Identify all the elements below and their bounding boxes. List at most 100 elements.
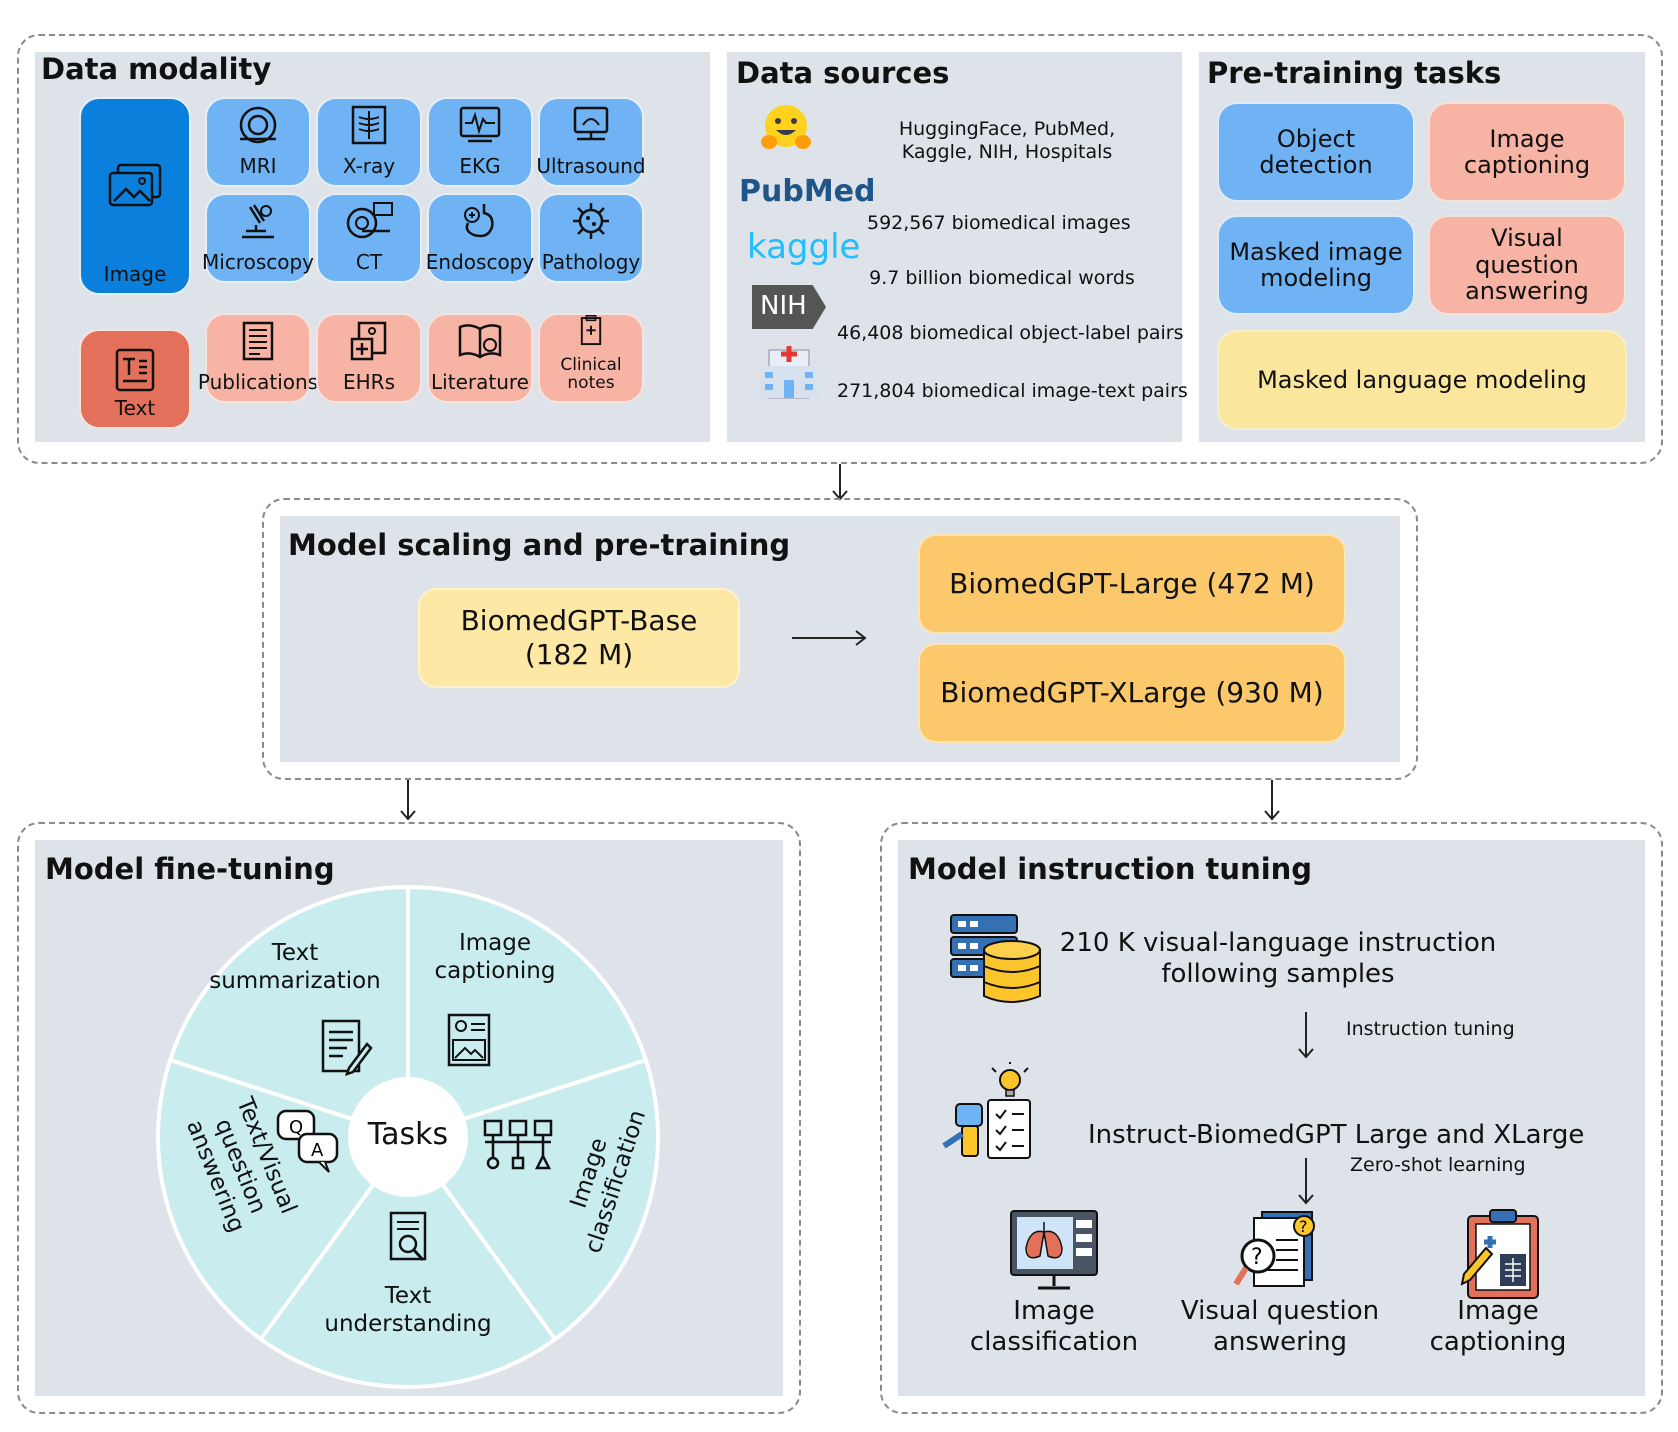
instruction-panel: Model instruction tuning 210 K visual-la… <box>898 840 1645 1396</box>
database-server-icon <box>950 914 1041 1003</box>
ehrs-tile: EHRs <box>316 313 422 403</box>
object-label-pairs-text: 46,408 biomedical object-label pairs <box>837 322 1184 344</box>
output-vqa-line-1: Visual question <box>1180 1296 1380 1326</box>
object-detection-label: Object detection <box>1259 124 1373 179</box>
pathology-label: Pathology <box>541 250 641 274</box>
ekg-monitor-icon <box>459 106 501 143</box>
data-sources-title: Data sources <box>736 56 950 90</box>
text-summarization-line-1: Text <box>271 940 319 966</box>
output-vqa: Visual question answering <box>1170 1296 1390 1358</box>
data-modality-panel: Data modality Image Text MRI X-ray EKG U… <box>35 52 710 442</box>
arrow-down-icon <box>832 464 848 501</box>
virus-icon <box>573 203 609 239</box>
document-search-icon <box>389 1211 427 1262</box>
output-vqa-line-2: answering <box>1212 1327 1348 1358</box>
literature-label: Literature <box>431 370 529 394</box>
svg-text:?: ? <box>1251 1245 1263 1270</box>
ultrasound-tile: Ultrasound <box>536 97 646 187</box>
clipboard-xray-icon <box>1460 1209 1539 1299</box>
text-icon <box>115 348 155 392</box>
microscope-icon <box>242 204 274 239</box>
image-document-icon <box>447 1013 491 1067</box>
clipboard-icon <box>580 315 602 346</box>
arrow-down-instruction-icon <box>1298 1012 1314 1059</box>
output-captioning-line-2: captioning <box>1429 1327 1567 1358</box>
image-captioning-line-1: Image <box>1489 124 1565 153</box>
publications-label: Publications <box>197 370 319 394</box>
samples-line-2: following samples <box>1161 959 1395 990</box>
masked-image-modeling-box: Masked image modeling <box>1217 215 1415 315</box>
scaling-section-frame <box>262 498 1418 780</box>
ekg-tile: EKG <box>427 97 533 187</box>
ehrs-label: EHRs <box>343 370 395 394</box>
base-line-2: (182 M) <box>524 638 634 671</box>
document-edit-icon <box>321 1019 373 1076</box>
output-classification-line-1: Image <box>1013 1296 1095 1326</box>
data-modality-title: Data modality <box>41 52 272 86</box>
newspaper-icon <box>242 321 274 361</box>
xray-chest-icon <box>351 105 387 145</box>
medical-record-icon <box>350 321 387 361</box>
scaling-panel: Model scaling and pre-training BiomedGPT… <box>280 516 1400 762</box>
instruction-title: Model instruction tuning <box>908 852 1313 886</box>
text-summarization-label: Text summarization <box>185 940 405 995</box>
data-sources-panel: Data sources PubMed kaggle NIH HuggingFa… <box>727 52 1188 442</box>
image-captioning-line-2: captioning <box>1463 151 1591 179</box>
endoscopy-tile: Endoscopy <box>425 193 535 283</box>
nih-logo: NIH <box>752 285 826 329</box>
text-modality-tile: Text <box>79 329 191 429</box>
svg-text:Q: Q <box>289 1117 303 1138</box>
huggingface-logo-icon <box>761 105 811 149</box>
clinical-notes-tile: Clinical notes <box>538 313 644 403</box>
object-detection-box: Object detection <box>1217 102 1415 202</box>
finetuning-section-frame <box>17 822 801 1414</box>
biomedgpt-base-box: BiomedGPT-Base (182 M) <box>418 588 740 688</box>
biomedgpt-xlarge-box: BiomedGPT-XLarge (930 M) <box>918 643 1346 743</box>
pathology-tile: Pathology <box>538 193 644 283</box>
robot-idea-icon <box>942 1062 1031 1159</box>
text-understanding-line-2: understanding <box>324 1310 492 1337</box>
instruct-model-label: Instruct-BiomedGPT Large and XLarge <box>1088 1120 1585 1150</box>
text-understanding-label: Text understanding <box>298 1283 518 1338</box>
instruction-tuning-step: Instruction tuning <box>1346 1018 1515 1040</box>
ekg-label: EKG <box>459 154 501 178</box>
document-question-icon: ? ? <box>1233 1211 1315 1287</box>
output-image-captioning: Image captioning <box>1398 1296 1598 1358</box>
xlarge-label: BiomedGPT-XLarge (930 M) <box>940 676 1324 710</box>
word-count-text: 9.7 billion biomedical words <box>869 267 1135 289</box>
arrow-right-icon <box>792 630 867 646</box>
tasks-pie <box>156 885 660 1389</box>
sources-line-1: HuggingFace, PubMed, <box>898 118 1116 140</box>
literature-tile: Literature <box>427 313 533 403</box>
open-book-icon <box>458 324 502 359</box>
masked-image-line-2: modeling <box>1260 264 1372 292</box>
large-label: BiomedGPT-Large (472 M) <box>949 567 1315 601</box>
ultrasound-label: Ultrasound <box>536 154 646 178</box>
image-modality-tile: Image <box>79 97 191 295</box>
image-captioning-pretrain-box: Image captioning <box>1428 102 1626 202</box>
samples-line-1: 210 K visual-language instruction <box>1059 928 1497 958</box>
endoscopy-label: Endoscopy <box>425 250 535 274</box>
lung-monitor-icon <box>1010 1210 1098 1290</box>
vqa-line-2: answering <box>1465 277 1589 306</box>
finetune-image-captioning-label: Image captioning <box>395 930 595 985</box>
xray-label: X-ray <box>342 154 396 178</box>
masked-language-label: Masked language modeling <box>1257 365 1587 394</box>
masked-language-modeling-box: Masked language modeling <box>1217 330 1627 430</box>
masked-image-line-1: Masked image <box>1229 237 1403 266</box>
base-line-1: BiomedGPT-Base <box>460 604 698 638</box>
text-summarization-line-2: summarization <box>209 967 381 994</box>
pretraining-tasks-panel: Pre-training tasks Object detection Imag… <box>1199 52 1645 442</box>
vqa-line-1: Visual question <box>1475 224 1579 279</box>
text-modality-label: Text <box>114 396 156 420</box>
finetuning-title: Model fine-tuning <box>45 852 335 886</box>
tasks-center-label: Tasks <box>367 1117 449 1152</box>
pretraining-tasks-title: Pre-training tasks <box>1207 56 1502 90</box>
microscopy-label: Microscopy <box>202 250 315 274</box>
mri-tile: MRI <box>205 97 311 187</box>
qa-chat-icon: QA <box>276 1109 339 1173</box>
output-image-classification: Image classification <box>954 1296 1154 1358</box>
ct-tile: CT <box>316 193 422 283</box>
svg-text:?: ? <box>1299 1217 1308 1236</box>
kaggle-logo: kaggle <box>747 227 861 267</box>
